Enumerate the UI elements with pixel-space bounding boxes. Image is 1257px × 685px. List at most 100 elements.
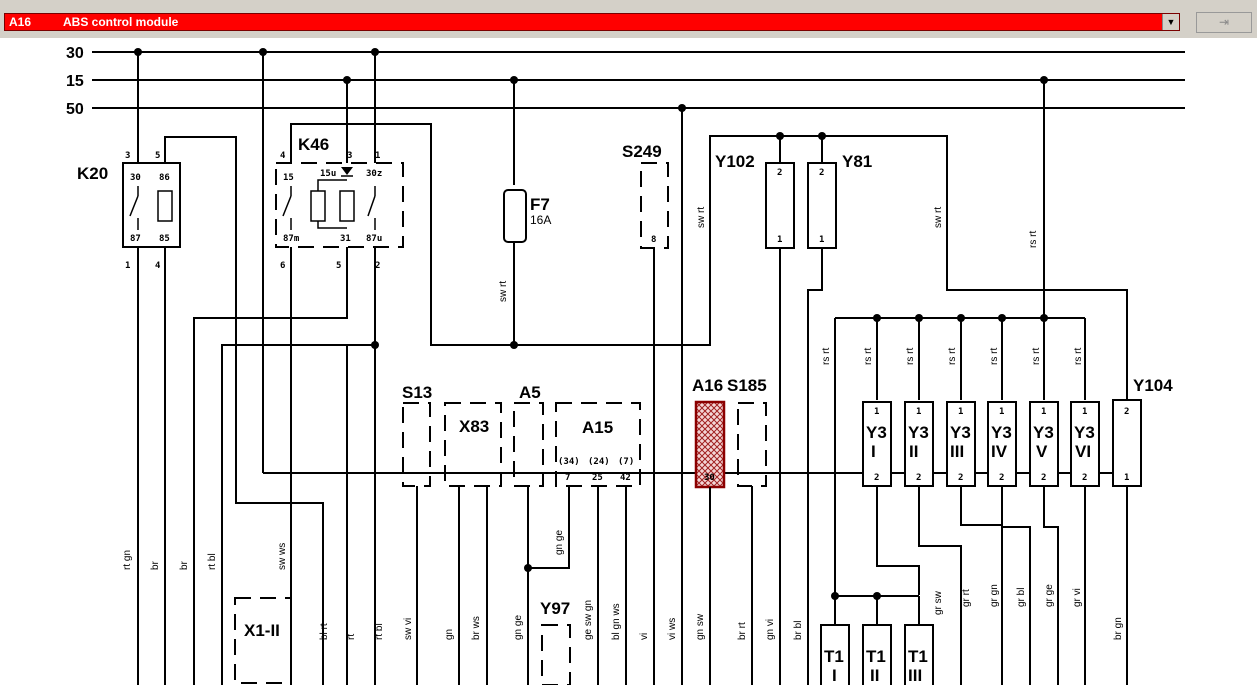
wire-color-label: rt bl bbox=[374, 623, 385, 640]
a15-pin: (7) bbox=[618, 457, 634, 467]
t1-ii-coil bbox=[862, 624, 892, 685]
y3-pin: 1 bbox=[999, 407, 1004, 417]
wire-color-label: gr bl bbox=[1016, 588, 1027, 607]
wire-color-label: sw rt bbox=[498, 281, 509, 302]
bus-50-label: 50 bbox=[66, 101, 84, 118]
t1-roman: III bbox=[908, 666, 922, 685]
y3-pin: 1 bbox=[1082, 407, 1087, 417]
a15-pin: 42 bbox=[620, 473, 631, 483]
s13-label: S13 bbox=[402, 383, 432, 402]
y97-valve bbox=[541, 624, 571, 685]
module-selector-bar: A16 ABS control module ▼ ⇥ bbox=[0, 8, 1257, 38]
y81-pin: 1 bbox=[819, 235, 824, 245]
t1-label: T1 bbox=[908, 647, 928, 666]
f7-fuse bbox=[503, 189, 527, 243]
k46-pin: 5 bbox=[336, 261, 341, 271]
x83-connector bbox=[444, 402, 502, 487]
wire bbox=[1001, 486, 1031, 685]
t1-i-coil bbox=[820, 624, 850, 685]
k20-pin: 1 bbox=[125, 261, 130, 271]
k46-pin: 15u bbox=[320, 169, 336, 179]
y81-valve bbox=[807, 162, 837, 249]
wire bbox=[1043, 486, 1059, 685]
y3-label: Y3 bbox=[908, 423, 929, 442]
y81-label: Y81 bbox=[842, 152, 872, 171]
wire bbox=[807, 248, 823, 685]
y3-label: Y3 bbox=[991, 423, 1012, 442]
wire-color-label: br ws bbox=[471, 616, 482, 640]
wire-color-label: gn ge bbox=[554, 530, 565, 555]
y3-label: Y3 bbox=[1033, 423, 1054, 442]
y3-roman: III bbox=[950, 442, 964, 461]
junction-dot bbox=[371, 341, 379, 349]
wire bbox=[918, 486, 962, 685]
wire bbox=[514, 135, 1128, 400]
wire-color-label: vi ws bbox=[667, 618, 678, 640]
wire-color-label: bl rt bbox=[319, 623, 330, 640]
k20-pin: 4 bbox=[155, 261, 161, 271]
bus-30-label: 30 bbox=[66, 45, 84, 62]
switch-contact bbox=[129, 195, 139, 217]
y102-pin: 2 bbox=[777, 168, 782, 178]
a15-pin: 25 bbox=[592, 473, 603, 483]
wire-color-label: sw vi bbox=[403, 618, 414, 640]
k20-pin: 30 bbox=[130, 173, 141, 183]
y3-label: Y3 bbox=[866, 423, 887, 442]
k20-pin: 5 bbox=[155, 151, 160, 161]
wiring-diagram: 30 15 50 K20 3 5 30 86 87 85 1 4 K46 4 3… bbox=[0, 38, 1257, 685]
switch-contact bbox=[282, 195, 292, 217]
s13-switch bbox=[402, 402, 431, 487]
k20-pin: 87 bbox=[130, 234, 141, 244]
wire-color-label: gn sw bbox=[695, 613, 706, 640]
diode-icon bbox=[341, 167, 353, 175]
module-name: ABS control module bbox=[63, 15, 179, 29]
y3-iv-valve bbox=[987, 401, 1017, 487]
module-select[interactable]: A16 ABS control module ▼ bbox=[4, 13, 1180, 31]
k46-pin: 6 bbox=[280, 261, 285, 271]
wire-color-label: br bl bbox=[793, 621, 804, 640]
y3-pin: 1 bbox=[958, 407, 963, 417]
wire bbox=[876, 486, 920, 595]
y104-pin: 1 bbox=[1124, 473, 1129, 483]
wire bbox=[528, 486, 570, 569]
a15-pin: (34) bbox=[558, 457, 580, 467]
a15-label: A15 bbox=[582, 418, 613, 437]
wire-color-label: gr vi bbox=[1072, 588, 1083, 607]
relay-coil bbox=[339, 190, 355, 222]
wire-color-label: rs rt bbox=[1031, 348, 1042, 365]
wire bbox=[290, 123, 514, 346]
wire bbox=[221, 247, 376, 685]
y3-valve-group bbox=[862, 318, 1100, 487]
wire-color-label: br gn bbox=[1113, 617, 1124, 640]
y3-roman: IV bbox=[991, 442, 1008, 461]
y97-label: Y97 bbox=[540, 599, 570, 618]
a15-pin: 7 bbox=[565, 473, 570, 483]
x83-label: X83 bbox=[459, 417, 489, 436]
wire-color-label: gr rt bbox=[961, 589, 972, 607]
a16-abs-module[interactable] bbox=[694, 400, 726, 489]
wire-color-label: gr sw bbox=[933, 590, 944, 615]
t1-roman: I bbox=[832, 666, 837, 685]
y3-pin: 1 bbox=[874, 407, 879, 417]
y3-pin: 2 bbox=[999, 473, 1004, 483]
k46-pin: 1 bbox=[375, 151, 380, 161]
x1-ii-connector bbox=[234, 597, 292, 684]
a16-label: A16 bbox=[692, 376, 723, 395]
switch-contact bbox=[367, 195, 376, 217]
y3-pin: 1 bbox=[1041, 407, 1046, 417]
k46-relay-box bbox=[275, 162, 404, 248]
module-code: A16 bbox=[9, 15, 32, 29]
s185-label: S185 bbox=[727, 376, 767, 395]
wire-color-label: sw rt bbox=[933, 207, 944, 228]
jump-button[interactable]: ⇥ bbox=[1196, 12, 1252, 33]
wire-color-label: gr ge bbox=[1044, 584, 1055, 607]
k46-pin: 2 bbox=[375, 261, 380, 271]
k20-pin: 3 bbox=[125, 151, 130, 161]
wire-color-label: vi bbox=[639, 633, 650, 640]
y3-v-valve bbox=[1029, 401, 1059, 487]
chevron-down-icon[interactable]: ▼ bbox=[1162, 14, 1179, 30]
k46-pin: 3 bbox=[347, 151, 352, 161]
y104-pin: 2 bbox=[1124, 407, 1129, 417]
y104-label: Y104 bbox=[1133, 376, 1173, 395]
wire bbox=[164, 136, 324, 685]
